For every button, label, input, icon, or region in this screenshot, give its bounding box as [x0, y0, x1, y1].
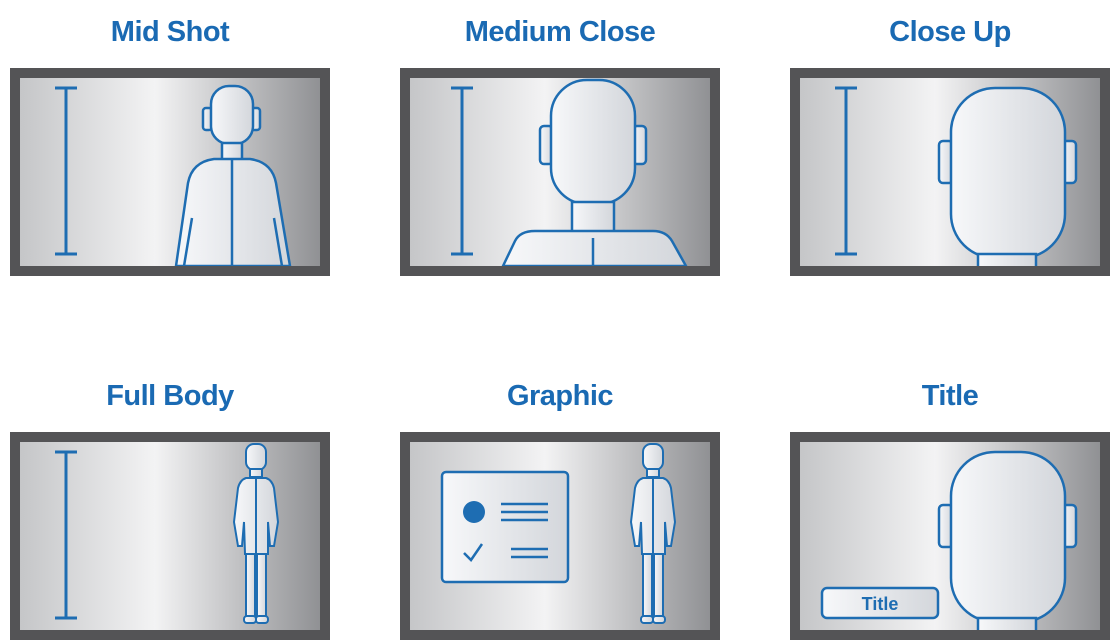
person-icon: [174, 84, 292, 266]
height-scale-icon: [451, 86, 473, 256]
full-body-illustration: [20, 442, 320, 630]
graphic-illustration: [410, 442, 710, 630]
shot-title: Full Body: [106, 380, 234, 412]
graphic-card: [440, 470, 570, 584]
medium-close-illustration: [410, 78, 710, 266]
shot-title: Close Up: [889, 16, 1011, 48]
shot-title: Mid Shot: [110, 16, 230, 48]
height-scale-icon: [55, 450, 77, 620]
person-icon: [629, 443, 677, 624]
checkmark-icon: [463, 543, 484, 562]
person-icon: [937, 86, 1078, 266]
shot-card-close-up: Close Up: [790, 14, 1110, 276]
person-icon: [937, 450, 1078, 630]
title-illustration: Title: [800, 442, 1100, 630]
shot-frame: [400, 68, 720, 276]
shot-card-medium-close: Medium Close: [400, 14, 720, 276]
shot-card-graphic: Graphic: [400, 378, 720, 640]
shot-card-mid-shot: Mid Shot: [10, 14, 330, 276]
person-icon: [501, 78, 688, 266]
shot-frame: [790, 68, 1110, 276]
height-scale-icon: [55, 86, 77, 256]
shot-frame: Title: [790, 432, 1110, 640]
shot-frame: [10, 68, 330, 276]
shot-title: Graphic: [506, 380, 614, 412]
person-icon: [232, 443, 280, 624]
mid-shot-illustration: [20, 78, 320, 266]
height-scale-icon: [835, 86, 857, 256]
close-up-illustration: [800, 78, 1100, 266]
shot-card-full-body: Full Body: [10, 378, 330, 640]
title-lower-third: Title: [820, 586, 940, 620]
shot-frame: [10, 432, 330, 640]
shot-title: Medium Close: [464, 16, 656, 48]
shot-title: Title: [921, 380, 979, 412]
title-box-text: Title: [862, 594, 899, 614]
bullet-dot-icon: [463, 501, 485, 523]
shot-card-title: Title Title: [790, 378, 1110, 640]
shot-frame: [400, 432, 720, 640]
